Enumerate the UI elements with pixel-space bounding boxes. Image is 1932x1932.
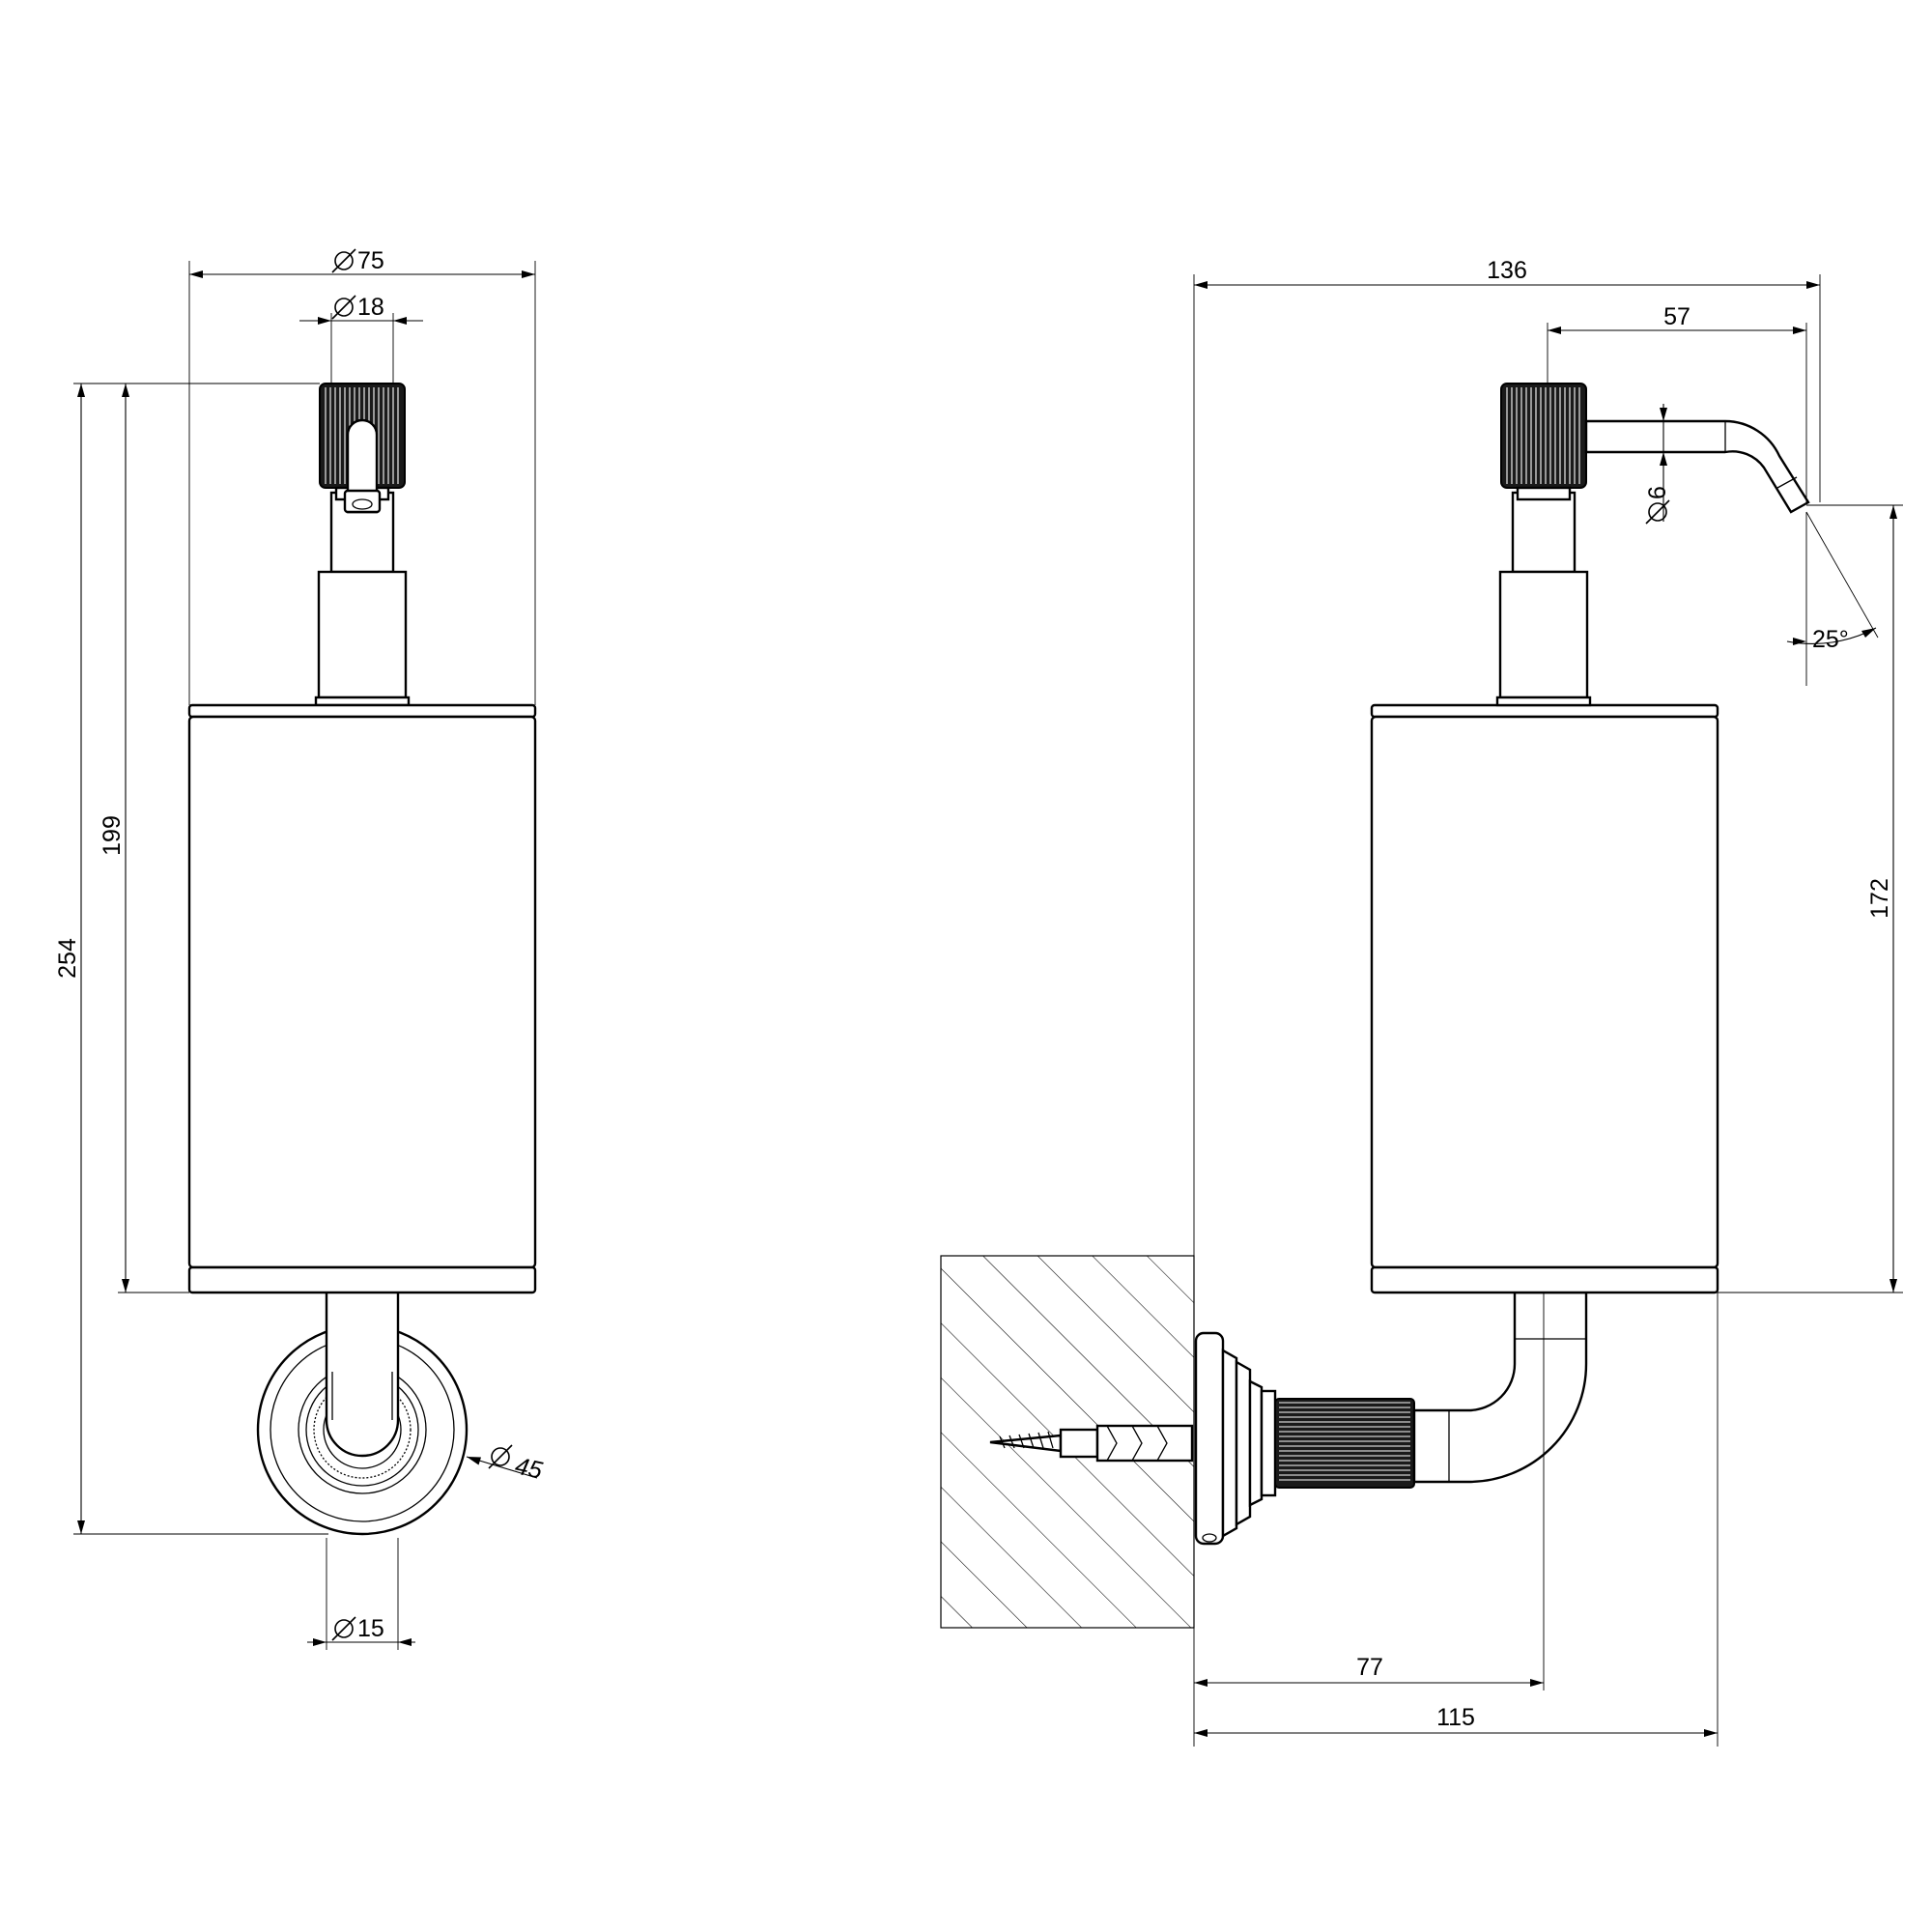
body-cylinder: [187, 715, 537, 1269]
dim-spout-angle: 25°: [1786, 511, 1879, 686]
side-pump-stem-lower: [1498, 570, 1589, 699]
side-pump-head: [1500, 383, 1587, 501]
dim-pump-diameter-label: 18: [357, 294, 384, 321]
dim-body-from-wall-label: 115: [1436, 1704, 1475, 1731]
body-top-band: [187, 703, 537, 719]
dim-arm-diameter-label: 15: [357, 1615, 384, 1642]
arm-knurl: [1274, 1398, 1415, 1489]
dim-body-diameter-label: 75: [357, 247, 384, 274]
wall-flange: [1194, 1331, 1277, 1546]
dim-spout-reach-label: 57: [1663, 303, 1690, 330]
front-view: 75 18 254 199: [54, 247, 545, 1650]
side-spout: [1584, 419, 1810, 514]
pump-stem-lower: [317, 570, 408, 699]
dim-body-from-wall: 115: [1194, 1293, 1719, 1747]
dim-body-diameter: 75: [188, 247, 536, 705]
dim-rosette-diameter: 45: [466, 1444, 545, 1485]
support-arm: [325, 1290, 400, 1458]
dim-total-depth: 136: [1193, 257, 1821, 1747]
side-pump-stem-upper: [1511, 491, 1577, 574]
dim-rosette-diameter-label: 45: [513, 1452, 545, 1484]
dim-arm-diameter: 15: [307, 1538, 415, 1650]
dim-body-height: 199: [99, 384, 189, 1293]
body-bottom-band: [187, 1265, 537, 1294]
dim-spout-diameter: 6: [1644, 404, 1671, 525]
wall-screw: [989, 1424, 1194, 1463]
side-body-top-band: [1370, 703, 1719, 719]
dim-spout-reach: 57: [1547, 303, 1807, 502]
dim-spout-diameter-label: 6: [1644, 486, 1671, 499]
dim-total-height: 254: [54, 383, 328, 1535]
side-body-cylinder: [1370, 715, 1719, 1269]
dim-spout-height-label: 172: [1866, 878, 1893, 919]
dim-axis-from-wall: 77: [1194, 1293, 1545, 1690]
dim-pump-diameter: 18: [299, 294, 423, 384]
front-spout: [343, 418, 382, 514]
side-pump-collar: [1495, 696, 1592, 707]
side-body-bottom-band: [1370, 1265, 1719, 1294]
dim-spout-angle-label: 25°: [1812, 626, 1849, 653]
side-view: 136 57 6 25°: [940, 257, 1903, 1747]
dim-total-depth-label: 136: [1487, 257, 1527, 284]
dim-body-height-label: 199: [99, 815, 126, 856]
side-support-arm: [1412, 1291, 1588, 1484]
dim-total-height-label: 254: [54, 938, 81, 979]
dim-axis-from-wall-label: 77: [1356, 1654, 1383, 1681]
dim-spout-height: 172: [1718, 504, 1903, 1293]
